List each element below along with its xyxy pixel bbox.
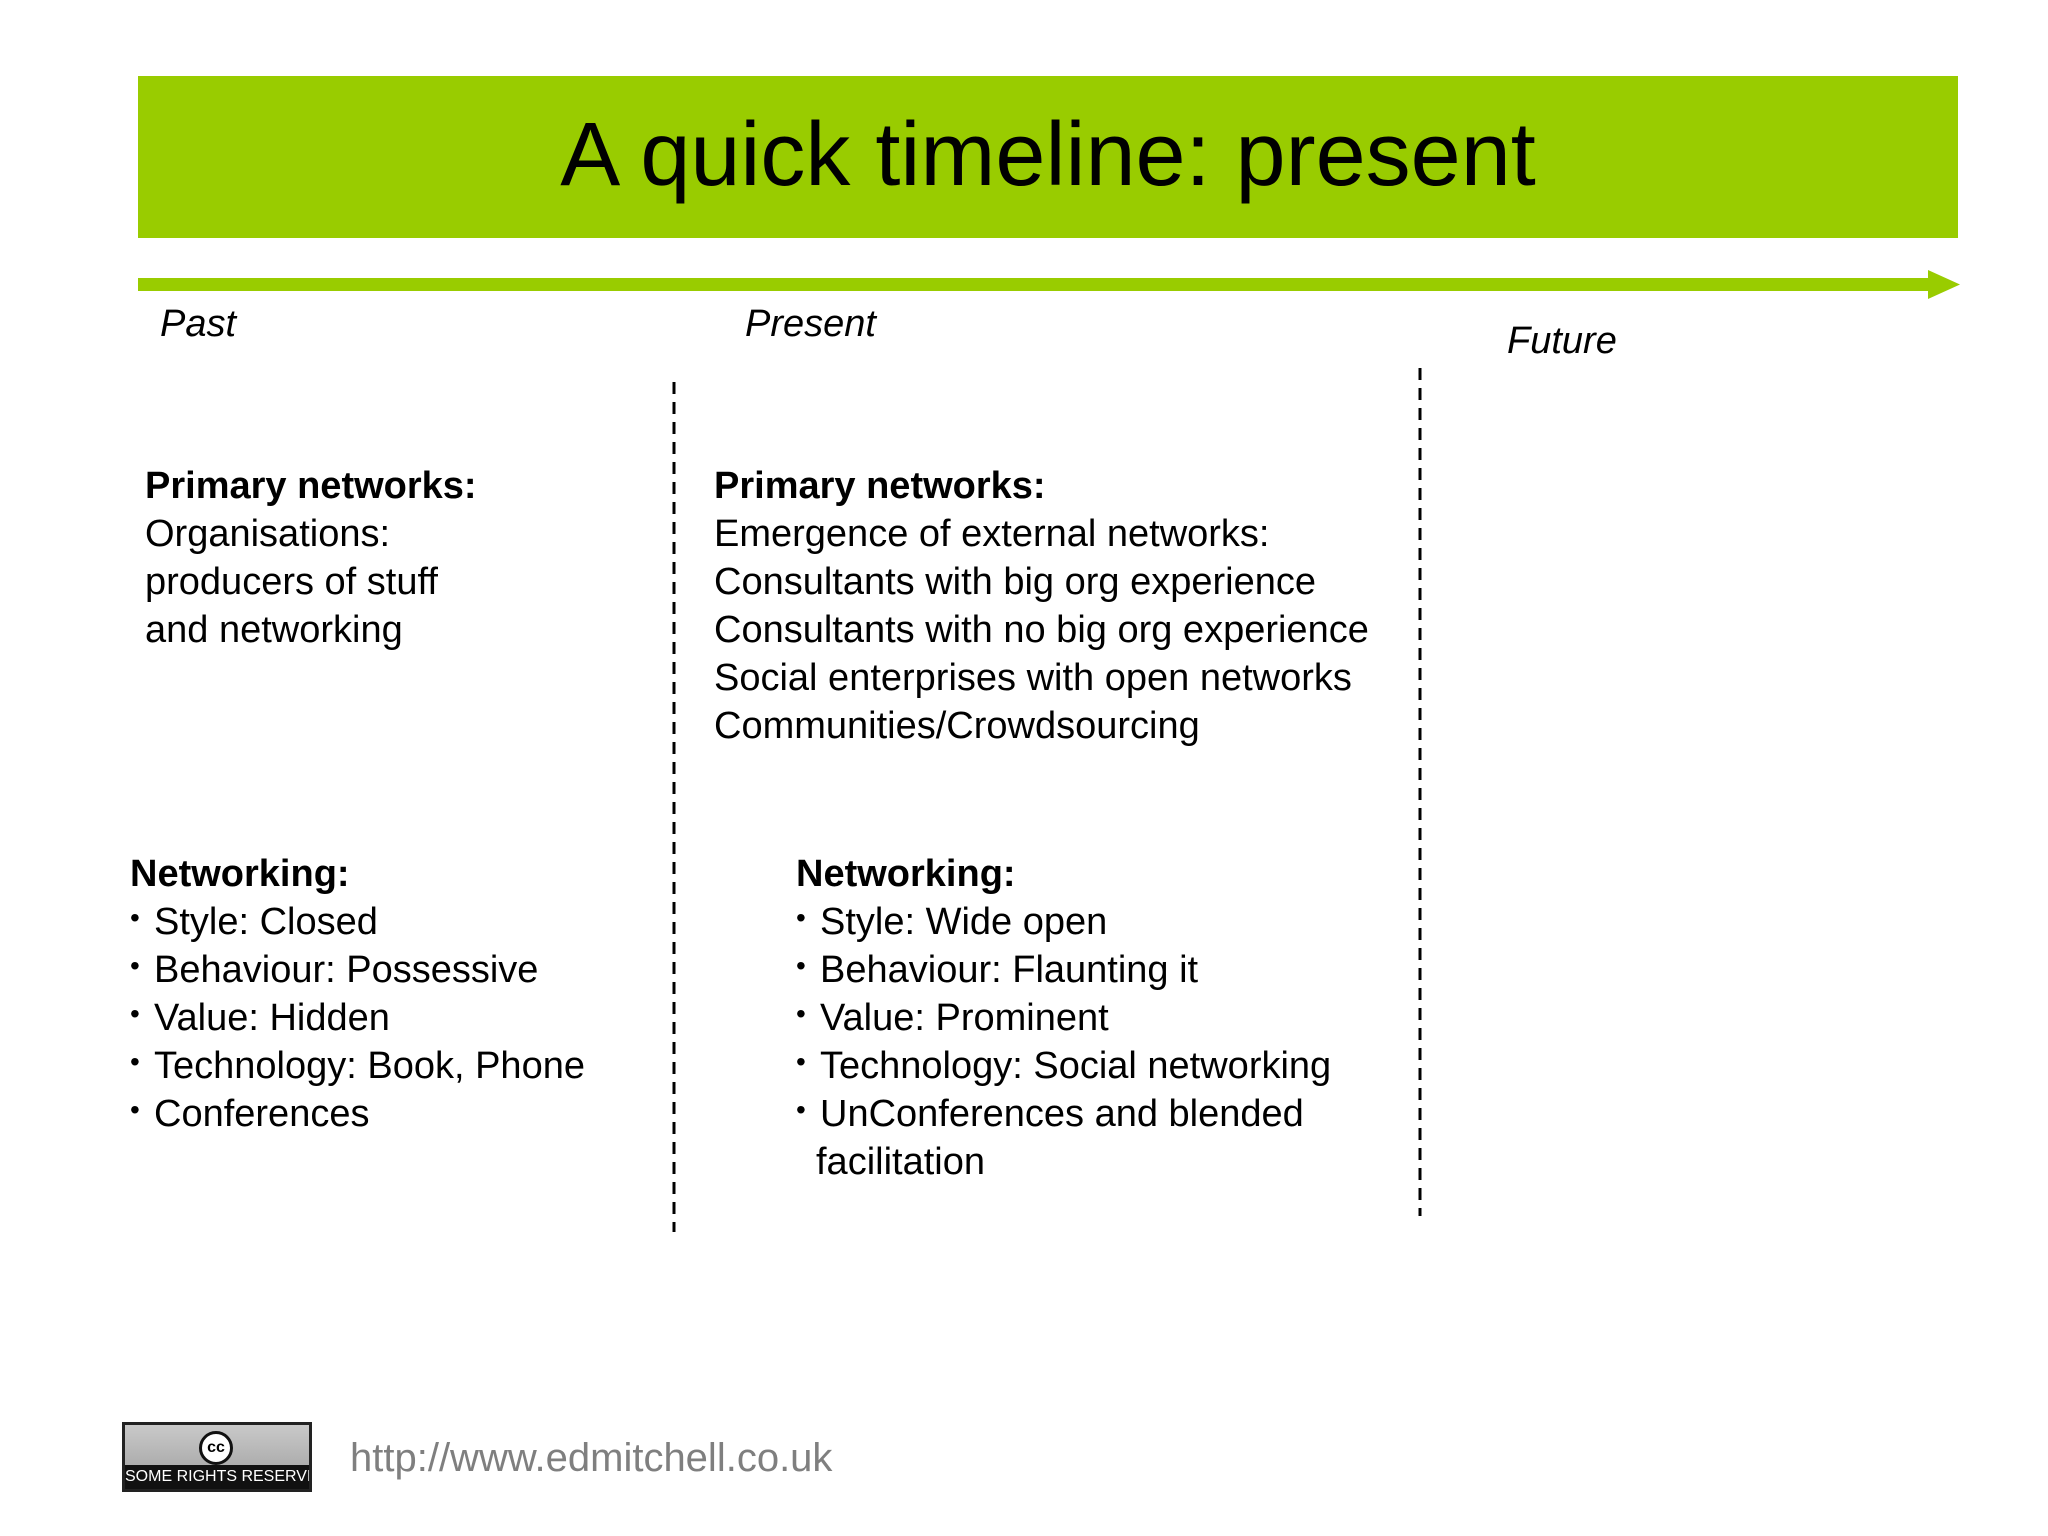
present-primary-line: Emergence of external networks: bbox=[714, 513, 1270, 555]
title-banner: A quick timeline: present bbox=[138, 76, 1958, 238]
bullet-icon: • bbox=[796, 1094, 806, 1125]
present-primary-line: Communities/Crowdsourcing bbox=[714, 705, 1200, 747]
bullet-icon: • bbox=[796, 1046, 806, 1077]
past-primary-line: producers of stuff bbox=[145, 561, 438, 603]
list-item: •Style: Wide open bbox=[796, 898, 1331, 946]
past-primary-line: and networking bbox=[145, 609, 403, 651]
bullet-icon: • bbox=[130, 950, 140, 981]
list-item: •Behaviour: Possessive bbox=[130, 946, 585, 994]
present-networking: Networking: •Style: Wide open •Behaviour… bbox=[796, 850, 1331, 1186]
bullet-icon: • bbox=[796, 950, 806, 981]
present-primary-line: Consultants with big org experience bbox=[714, 561, 1317, 603]
past-networking-heading: Networking: bbox=[130, 853, 350, 895]
present-networking-list: •Style: Wide open •Behaviour: Flaunting … bbox=[796, 898, 1331, 1186]
list-item: •Technology: Social networking bbox=[796, 1042, 1331, 1090]
past-primary-heading: Primary networks: bbox=[145, 465, 477, 507]
bullet-icon: • bbox=[796, 902, 806, 933]
past-primary-line: Organisations: bbox=[145, 513, 391, 555]
bullet-icon: • bbox=[130, 902, 140, 933]
timeline-label-present: Present bbox=[745, 303, 876, 345]
bullet-icon: • bbox=[796, 998, 806, 1029]
license-badge-text: SOME RIGHTS RESERVED bbox=[125, 1465, 309, 1489]
present-primary-line: Social enterprises with open networks bbox=[714, 657, 1352, 699]
creative-commons-icon: cc bbox=[199, 1431, 233, 1465]
past-networking: Networking: •Style: Closed •Behaviour: P… bbox=[130, 850, 585, 1138]
divider-past-present bbox=[672, 382, 676, 1232]
list-item: •Value: Prominent bbox=[796, 994, 1331, 1042]
list-item: •Behaviour: Flaunting it bbox=[796, 946, 1331, 994]
footer-url-link[interactable]: http://www.edmitchell.co.uk bbox=[350, 1436, 833, 1480]
bullet-icon: • bbox=[130, 1094, 140, 1125]
list-item: •UnConferences and blended bbox=[796, 1090, 1331, 1138]
timeline-arrow bbox=[138, 270, 1960, 299]
present-primary-heading: Primary networks: bbox=[714, 465, 1046, 507]
list-item: •Value: Hidden bbox=[130, 994, 585, 1042]
divider-present-future bbox=[1418, 368, 1422, 1216]
bullet-icon: • bbox=[130, 1046, 140, 1077]
present-networking-heading: Networking: bbox=[796, 853, 1016, 895]
present-primary-networks: Primary networks: Emergence of external … bbox=[714, 462, 1369, 750]
list-item: •Conferences bbox=[130, 1090, 585, 1138]
timeline-label-past: Past bbox=[160, 303, 237, 345]
slide-title: A quick timeline: present bbox=[560, 105, 1536, 205]
present-primary-line: Consultants with no big org experience bbox=[714, 609, 1369, 651]
list-item-continuation: facilitation bbox=[816, 1141, 985, 1183]
timeline-label-future: Future bbox=[1507, 320, 1617, 362]
list-item: •Technology: Book, Phone bbox=[130, 1042, 585, 1090]
list-item: •Style: Closed bbox=[130, 898, 585, 946]
bullet-icon: • bbox=[130, 998, 140, 1029]
license-badge[interactable]: cc SOME RIGHTS RESERVED bbox=[122, 1422, 312, 1492]
past-networking-list: •Style: Closed •Behaviour: Possessive •V… bbox=[130, 898, 585, 1138]
past-primary-networks: Primary networks: Organisations: produce… bbox=[145, 462, 477, 654]
